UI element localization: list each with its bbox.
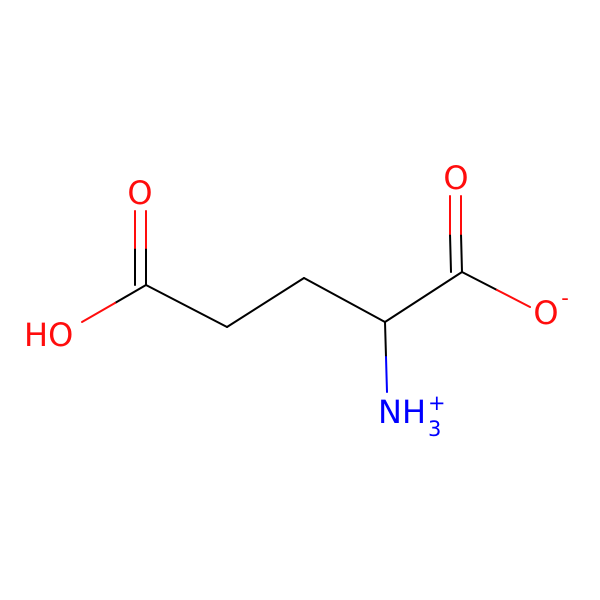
atom-carboxylate-carbonyl-o-label: O [443, 159, 468, 197]
bond-acid-c-oh-red [81, 302, 116, 323]
atom-amine-label: NH [378, 393, 426, 431]
bond-c2-c3 [226, 277, 305, 328]
bond-c3-c4 [303, 277, 386, 323]
bond-carboxylate-c-o-single-red [496, 289, 531, 308]
atom-amine-subscript: 3 [428, 417, 441, 441]
bond-c4-n-blue [385, 356, 388, 393]
atom-amine-charge: + [428, 391, 446, 415]
bond-c4-c5 [384, 271, 463, 323]
bond-acid-c-oh-black [114, 284, 147, 304]
bond-carboxylate-c-o-double-2 [449, 233, 452, 273]
atom-hydroxyl-label: HO [24, 316, 73, 354]
bond-carboxylate-c-o-double-1 [460, 233, 463, 273]
atom-carboxylate-o-label: O [533, 294, 558, 332]
atom-carboxylate-o-charge: - [561, 286, 569, 310]
bond-c4-n-black [384, 321, 387, 358]
bond-c1-c2 [145, 284, 228, 328]
atom-acid-carbonyl-o-label: O [127, 174, 152, 212]
bond-carboxylate-c-o-single-black [461, 271, 498, 291]
